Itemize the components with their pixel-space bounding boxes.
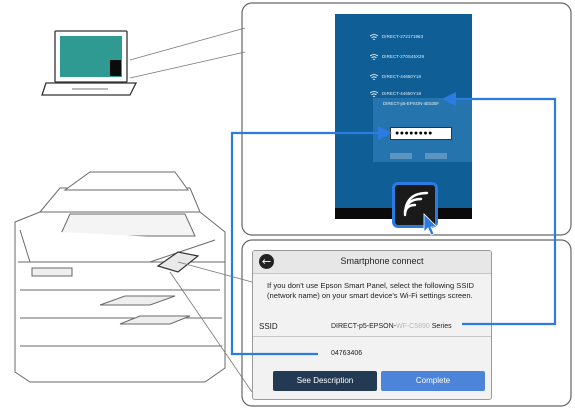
- password-callout: [230, 131, 382, 356]
- callout-lines: [230, 97, 557, 356]
- network-item[interactable]: DIRECT-44650Y18: [335, 85, 472, 105]
- printer-illustration: [14, 171, 253, 393]
- ssid-model: WF-C5890: [395, 323, 430, 330]
- network-item[interactable]: DIRECT-44650Y18: [335, 68, 472, 88]
- panel-frame: [241, 239, 572, 407]
- ssid-prefix: DIRECT-p5-EPSON-: [331, 323, 396, 330]
- wifi-icon: [370, 91, 378, 97]
- complete-button[interactable]: Complete: [381, 371, 485, 391]
- wifi-icon: [370, 34, 378, 40]
- ssid-callout: [455, 97, 557, 326]
- ssid-label: SSID: [259, 322, 278, 331]
- wifi-icon: [403, 191, 429, 217]
- laptop-icon: [41, 27, 246, 96]
- network-name: DIRECT-44650Y18: [382, 74, 422, 79]
- selected-network-name: DIRECT-p5-EPSON-4E535F: [383, 101, 440, 106]
- see-description-button[interactable]: See Description: [273, 371, 377, 391]
- cursor-icon: [423, 213, 438, 236]
- network-item[interactable]: DIRECT-270S45X29: [335, 48, 472, 68]
- network-name: DIRECT-44650Y18: [382, 91, 422, 96]
- ssid-suffix: Series: [429, 323, 452, 330]
- cancel-button[interactable]: [425, 153, 447, 159]
- arrowheads: [378, 92, 456, 140]
- ssid-value: DIRECT-p5-EPSON-WF-C5890 Series: [331, 323, 452, 330]
- back-arrow-icon[interactable]: ←: [259, 254, 274, 269]
- arrow-head-icon: [378, 126, 392, 140]
- panel-header: ← Smartphone connect: [253, 251, 491, 274]
- network-password-input[interactable]: ●●●●●●●●: [390, 127, 452, 140]
- network-name: DIRECT-272171963: [382, 34, 424, 39]
- ssid-row: SSID DIRECT-p5-EPSON-WF-C5890 Series: [253, 318, 491, 337]
- wifi-icon: [370, 74, 378, 80]
- network-name: DIRECT-270S45X29: [382, 54, 425, 59]
- password-row: 04763406: [253, 346, 491, 362]
- network-item[interactable]: DIRECT-272171963: [335, 28, 472, 48]
- computer-frame: [241, 2, 572, 236]
- panel-description: If you don't use Epson Smart Panel, sele…: [267, 281, 475, 300]
- smartphone-connect-screen: ← Smartphone connect If you don't use Ep…: [252, 250, 492, 400]
- password-value: 04763406: [331, 350, 363, 357]
- wifi-icon: [370, 54, 378, 60]
- next-button[interactable]: [390, 153, 412, 159]
- arrow-head-icon: [442, 92, 456, 106]
- panel-title: Smartphone connect: [340, 256, 424, 266]
